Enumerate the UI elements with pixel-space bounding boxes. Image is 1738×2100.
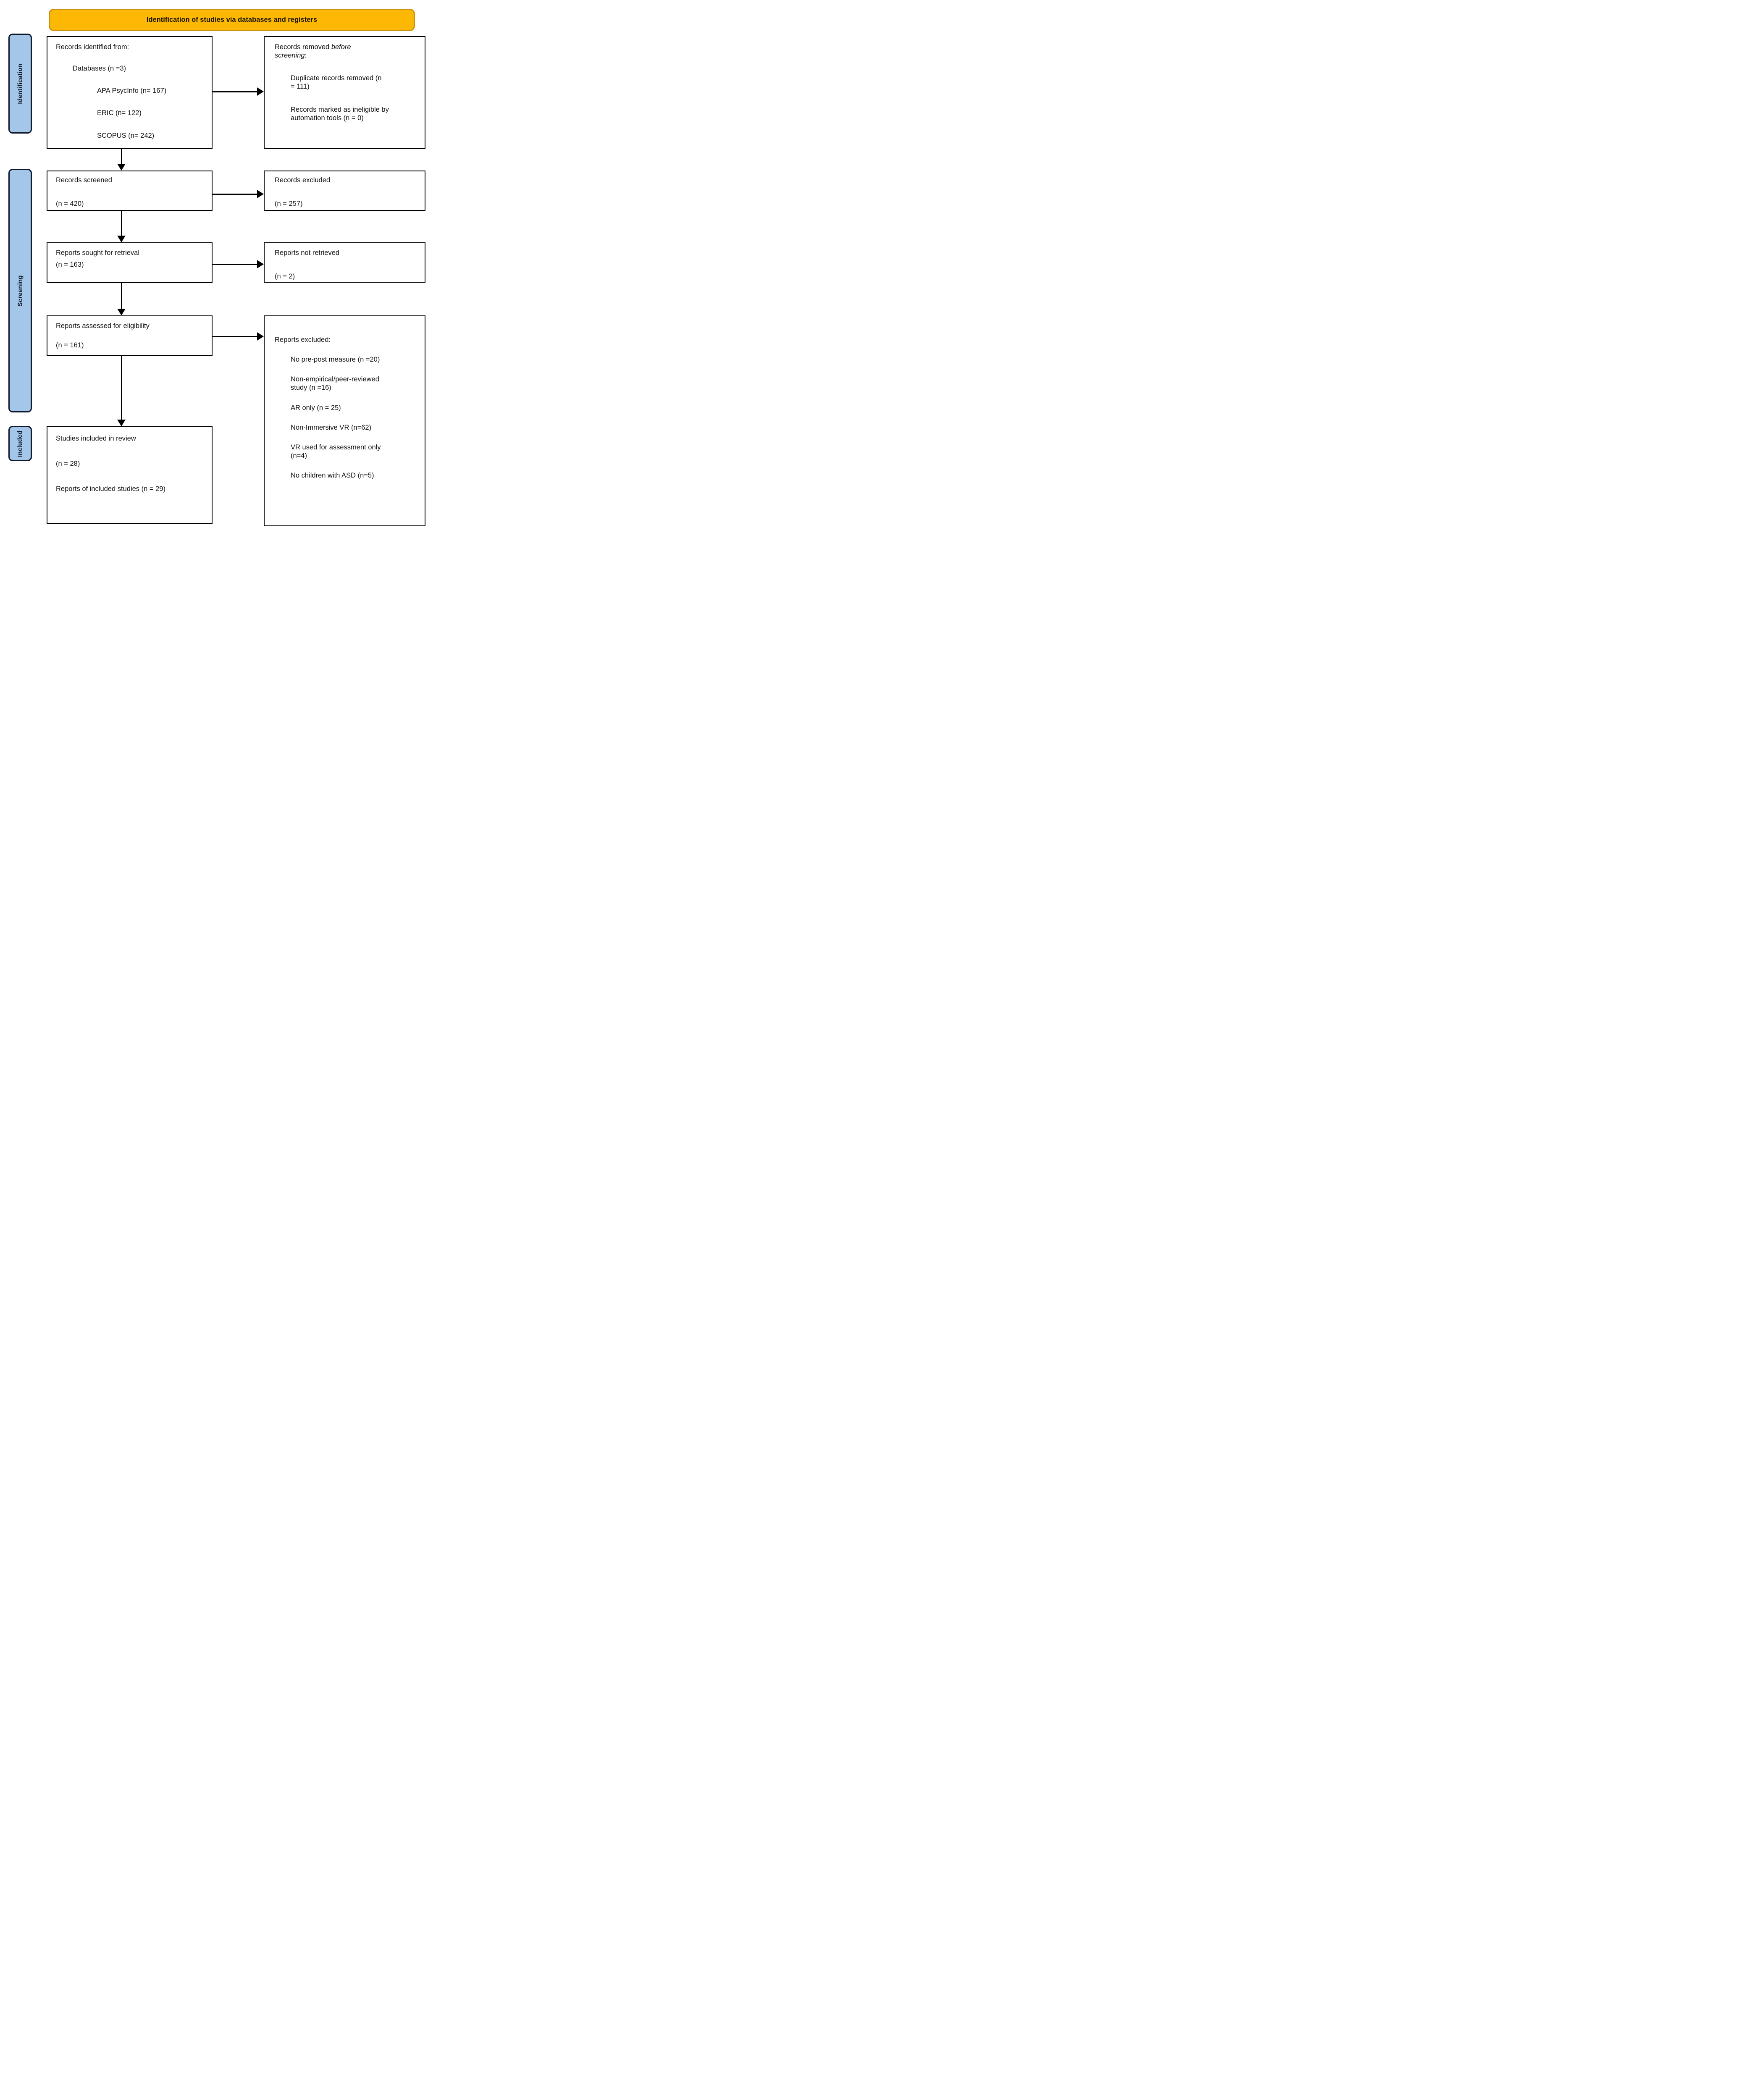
arrow-line <box>213 91 258 92</box>
box-reports-assessed: Reports assessed for eligibility (n = 16… <box>47 315 213 356</box>
records-removed-duplicates: Duplicate records removed (n = 111) <box>291 74 382 91</box>
arrow-head <box>117 420 126 426</box>
reports-excluded-non-immersive: Non-Immersive VR (n=62) <box>291 423 372 431</box>
arrow-head <box>117 236 126 242</box>
stage-label-identification: Identification <box>8 34 32 134</box>
reports-excluded-no-prepost: No pre-post measure (n =20) <box>291 356 380 364</box>
reports-not-retrieved-title: Reports not retrieved <box>275 249 340 257</box>
records-screened-count: (n = 420) <box>56 200 84 208</box>
box-reports-not-retrieved: Reports not retrieved (n = 2) <box>264 242 425 283</box>
records-removed-title-italic: before screening <box>275 43 351 60</box>
arrow-line <box>121 149 122 165</box>
arrow-line <box>121 356 122 420</box>
records-removed-title: Records removed before screening: <box>275 43 364 60</box>
records-removed-automation: Records marked as ineligible by automati… <box>291 105 389 122</box>
reports-excluded-ar-only: AR only (n = 25) <box>291 404 341 412</box>
studies-included-reports: Reports of included studies (n = 29) <box>56 485 165 493</box>
records-identified-source-scopus: SCOPUS (n= 242) <box>97 131 155 139</box>
reports-not-retrieved-count: (n = 2) <box>275 273 295 281</box>
arrow-head <box>257 260 264 268</box>
studies-included-count: (n = 28) <box>56 460 80 468</box>
arrow-line <box>121 283 122 310</box>
reports-excluded-title: Reports excluded: <box>275 336 331 344</box>
stage-label-screening-text: Screening <box>16 275 24 307</box>
arrow-line <box>121 211 122 237</box>
box-studies-included: Studies included in review (n = 28) Repo… <box>47 426 213 524</box>
arrow-head <box>117 164 126 171</box>
stage-label-included-text: Included <box>16 430 24 457</box>
records-excluded-title: Records excluded <box>275 176 331 184</box>
reports-excluded-no-asd: No children with ASD (n=5) <box>291 472 374 479</box>
reports-sought-title: Reports sought for retrieval <box>56 249 140 257</box>
box-records-identified: Records identified from: Databases (n =3… <box>47 36 213 149</box>
prisma-flow-diagram: Identification of studies via databases … <box>0 0 435 531</box>
records-excluded-count: (n = 257) <box>275 200 303 208</box>
box-records-excluded: Records excluded (n = 257) <box>264 171 425 211</box>
box-reports-excluded: Reports excluded: No pre-post measure (n… <box>264 315 425 526</box>
arrow-head <box>257 190 264 198</box>
reports-assessed-title: Reports assessed for eligibility <box>56 322 150 330</box>
box-reports-sought: Reports sought for retrieval (n = 163) <box>47 242 213 283</box>
reports-assessed-count: (n = 161) <box>56 341 84 349</box>
diagram-title: Identification of studies via databases … <box>146 16 318 24</box>
arrow-head <box>117 309 126 315</box>
stage-label-included: Included <box>8 426 32 461</box>
stage-label-screening: Screening <box>8 169 32 412</box>
reports-excluded-non-empirical: Non-empirical/peer-reviewed study (n =16… <box>291 375 379 392</box>
diagram-header-banner: Identification of studies via databases … <box>49 9 415 31</box>
reports-sought-count: (n = 163) <box>56 261 84 269</box>
box-records-removed: Records removed before screening: Duplic… <box>264 36 425 149</box>
records-identified-databases: Databases (n =3) <box>73 65 126 73</box>
stage-label-identification-text: Identification <box>16 63 24 104</box>
arrow-head <box>257 87 264 96</box>
arrow-line <box>213 336 258 337</box>
records-identified-source-apa: APA PsycInfo (n= 167) <box>97 87 167 95</box>
records-removed-title-suffix: : <box>305 52 307 60</box>
arrow-line <box>213 194 258 195</box>
box-records-screened: Records screened (n = 420) <box>47 171 213 211</box>
arrow-head <box>257 332 264 341</box>
reports-excluded-assessment-only: VR used for assessment only (n=4) <box>291 443 381 459</box>
records-screened-title: Records screened <box>56 176 112 184</box>
records-identified-title: Records identified from: <box>56 43 129 51</box>
studies-included-title: Studies included in review <box>56 435 136 442</box>
arrow-line <box>213 264 258 265</box>
records-removed-title-prefix: Records removed <box>275 43 331 51</box>
records-identified-source-eric: ERIC (n= 122) <box>97 109 142 117</box>
